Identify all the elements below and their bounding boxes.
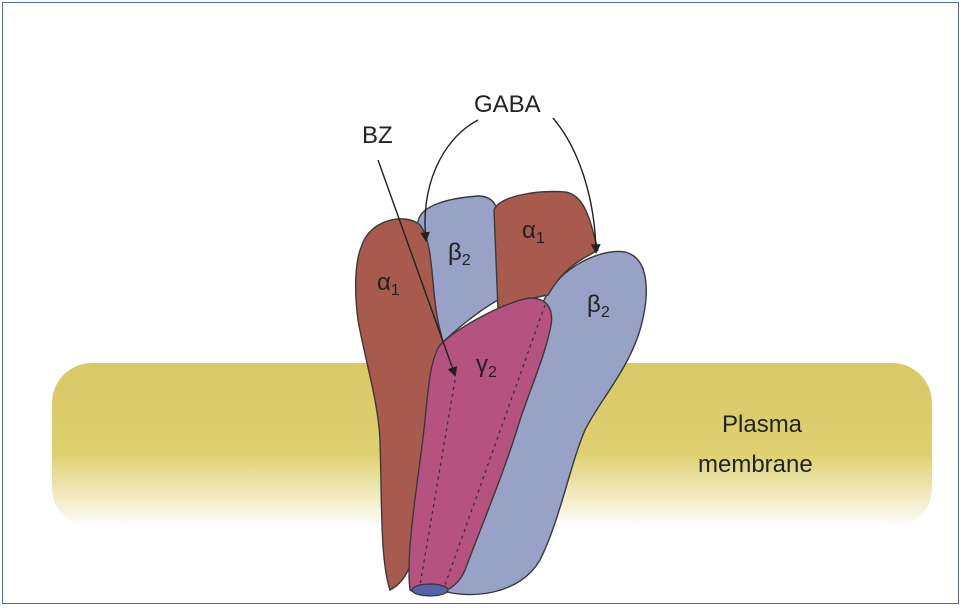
alpha1-left-symbol: α (377, 269, 391, 296)
beta2-back-sub: 2 (462, 252, 471, 269)
alpha1-left-sub: 1 (391, 282, 400, 299)
gamma2-sub: 2 (488, 364, 497, 381)
alpha1-back-symbol: α (522, 217, 536, 244)
membrane-label-line1: Plasma (722, 411, 803, 438)
membrane-label-line2: membrane (698, 451, 813, 478)
channel-pore (412, 584, 448, 596)
alpha1-back-sub: 1 (536, 230, 545, 247)
beta2-back-symbol: β (448, 239, 462, 266)
gamma2-symbol: γ (476, 351, 488, 378)
bz-label: BZ (362, 122, 393, 149)
beta2-right-sub: 2 (601, 304, 610, 321)
gaba-label: GABA (474, 91, 541, 118)
beta2-right-symbol: β (587, 291, 601, 318)
